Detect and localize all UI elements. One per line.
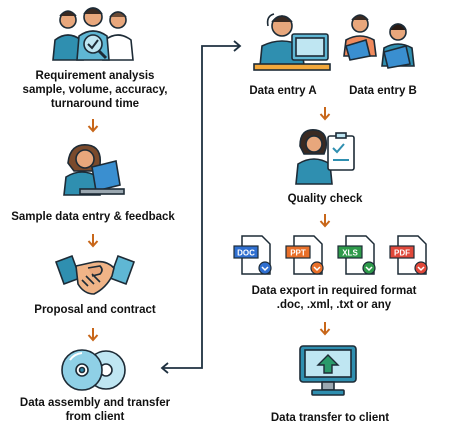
monitor-upload-icon bbox=[299, 345, 357, 396]
requirement-line-1: Requirement analysis bbox=[35, 70, 155, 82]
assembly-line-2: from client bbox=[65, 411, 125, 423]
laptop-worker-icon bbox=[63, 144, 125, 196]
ppt-file-icon: PPT bbox=[285, 235, 324, 275]
requirement-line-3: turnaround time bbox=[50, 98, 140, 110]
xls-badge-text: XLS bbox=[342, 249, 358, 258]
pdf-badge-text: PDF bbox=[394, 249, 410, 258]
doc-file-icon: DOC bbox=[233, 235, 272, 275]
ppt-badge-text: PPT bbox=[290, 249, 306, 258]
data-entry-a-label: Data entry A bbox=[249, 85, 317, 97]
export-line-2: .doc, .xml, .txt or any bbox=[276, 299, 392, 311]
down-arrow-5 bbox=[319, 214, 331, 228]
team-analysis-icon bbox=[52, 7, 134, 61]
quality-check-label: Quality check bbox=[287, 193, 363, 205]
assembly-line-1: Data assembly and transfer bbox=[19, 397, 171, 409]
down-arrow-4 bbox=[319, 107, 331, 121]
export-line-1: Data export in required format bbox=[251, 285, 417, 297]
handshake-icon bbox=[54, 254, 136, 295]
requirement-analysis-label: Requirement analysis sample, volume, acc… bbox=[10, 69, 180, 111]
down-arrow-1 bbox=[87, 119, 99, 133]
pdf-file-icon: PDF bbox=[389, 235, 428, 275]
requirement-line-2: sample, volume, accuracy, bbox=[22, 84, 168, 96]
discs-icon bbox=[61, 349, 126, 391]
xls-file-icon: XLS bbox=[337, 235, 376, 275]
data-export-label: Data export in required format .doc, .xm… bbox=[236, 284, 432, 312]
data-entry-a-icon bbox=[253, 13, 331, 71]
down-arrow-6 bbox=[319, 322, 331, 336]
sample-entry-label: Sample data entry & feedback bbox=[11, 211, 175, 223]
connector-line bbox=[160, 40, 242, 374]
data-entry-b-label: Data entry B bbox=[349, 85, 417, 97]
data-entry-b-icon bbox=[343, 14, 415, 69]
data-transfer-label: Data transfer to client bbox=[270, 412, 390, 424]
down-arrow-2 bbox=[87, 234, 99, 248]
doc-badge-text: DOC bbox=[237, 249, 255, 258]
assembly-label: Data assembly and transfer from client bbox=[10, 396, 180, 424]
down-arrow-3 bbox=[87, 328, 99, 342]
proposal-label: Proposal and contract bbox=[34, 304, 156, 316]
quality-check-icon bbox=[295, 129, 355, 185]
file-format-icons: DOC PPT XLS PDF bbox=[232, 234, 432, 276]
